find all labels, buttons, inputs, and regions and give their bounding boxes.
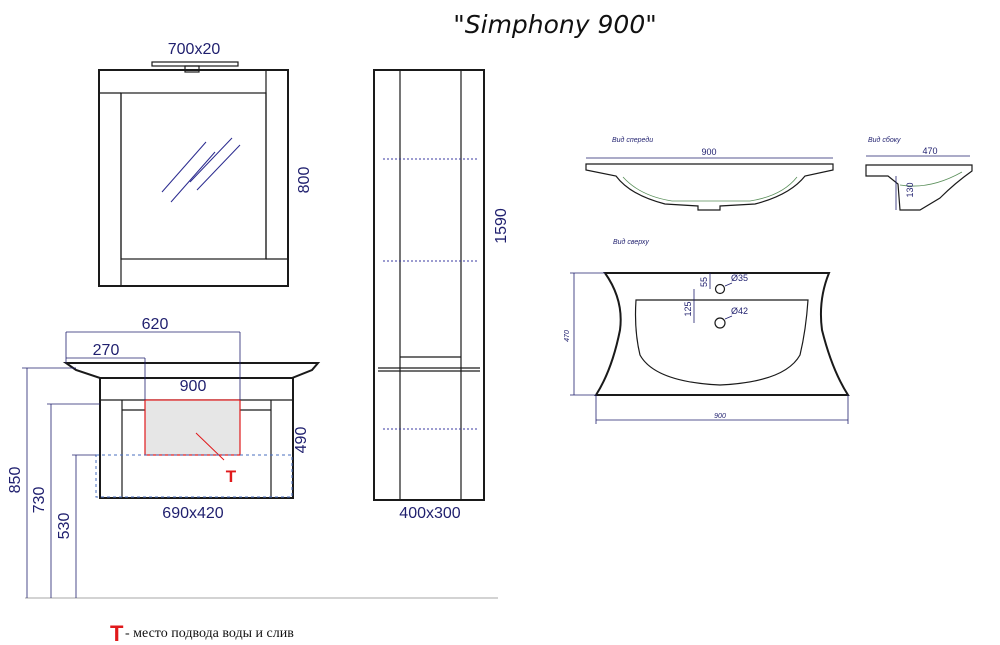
basin-front-outline	[585, 163, 834, 211]
dim-530: 530	[56, 513, 73, 540]
vanity-drawing: T 620 270 900 490 690x420 850 730 530	[7, 316, 498, 599]
drain-hole	[714, 317, 726, 329]
dim-900: 900	[180, 378, 207, 395]
hole-42-label: Ø42	[731, 306, 748, 316]
basin-side-outline	[865, 164, 973, 211]
side-height-label: 130	[905, 182, 915, 197]
bottom-width-label: 900	[714, 413, 726, 420]
vanity-size-label: 690x420	[162, 505, 223, 522]
dim-490: 490	[293, 427, 310, 454]
vanity-dashed-outline	[95, 454, 293, 498]
side-width-label: 470	[922, 146, 937, 156]
basin-top-view: Вид сверху Ø35 Ø42 55 125 470 900	[564, 238, 850, 424]
column-body	[373, 69, 485, 501]
depth-470-label: 470	[564, 330, 571, 342]
vanity-cabinet	[99, 377, 294, 499]
basin-front-view: Вид спереди 900	[585, 136, 834, 211]
mirror-size-label: 700x20	[168, 41, 221, 58]
mirror-height-label: 800	[296, 167, 313, 194]
legend: T - место подвода воды и слив	[110, 621, 294, 645]
legend-text: - место подвода воды и слив	[125, 626, 294, 641]
dim-620: 620	[142, 316, 169, 333]
hole-35-label: Ø35	[731, 273, 748, 283]
legend-symbol: T	[110, 621, 124, 645]
front-width-label: 900	[701, 147, 716, 157]
faucet-hole	[714, 283, 726, 295]
dim-270: 270	[93, 342, 120, 359]
column-drawing: 1590 400x300	[373, 69, 510, 522]
mirror-frame	[98, 69, 289, 287]
top-view-caption: Вид сверху	[613, 238, 649, 246]
water-connection-zone	[144, 399, 241, 456]
basin-top-outline	[594, 272, 850, 396]
column-height-label: 1590	[493, 208, 510, 244]
side-view-caption: Вид сбоку	[868, 136, 901, 144]
dim-850: 850	[7, 467, 24, 494]
mirror-drawing: 700x20 800	[98, 41, 313, 287]
dim-730: 730	[31, 487, 48, 514]
mirror-reflection-line	[161, 141, 207, 193]
vanity-countertop	[62, 362, 321, 379]
basin-side-view: Вид сбоку 470 130	[865, 136, 973, 211]
column-size-label: 400x300	[399, 505, 460, 522]
dim-125: 125	[683, 301, 693, 316]
dim-55: 55	[699, 277, 709, 287]
drawing-title: "Simphony 900"	[453, 10, 656, 39]
basin-bowl-outline	[634, 299, 809, 386]
front-view-caption: Вид спереди	[612, 136, 653, 144]
water-marker: T	[226, 467, 237, 486]
